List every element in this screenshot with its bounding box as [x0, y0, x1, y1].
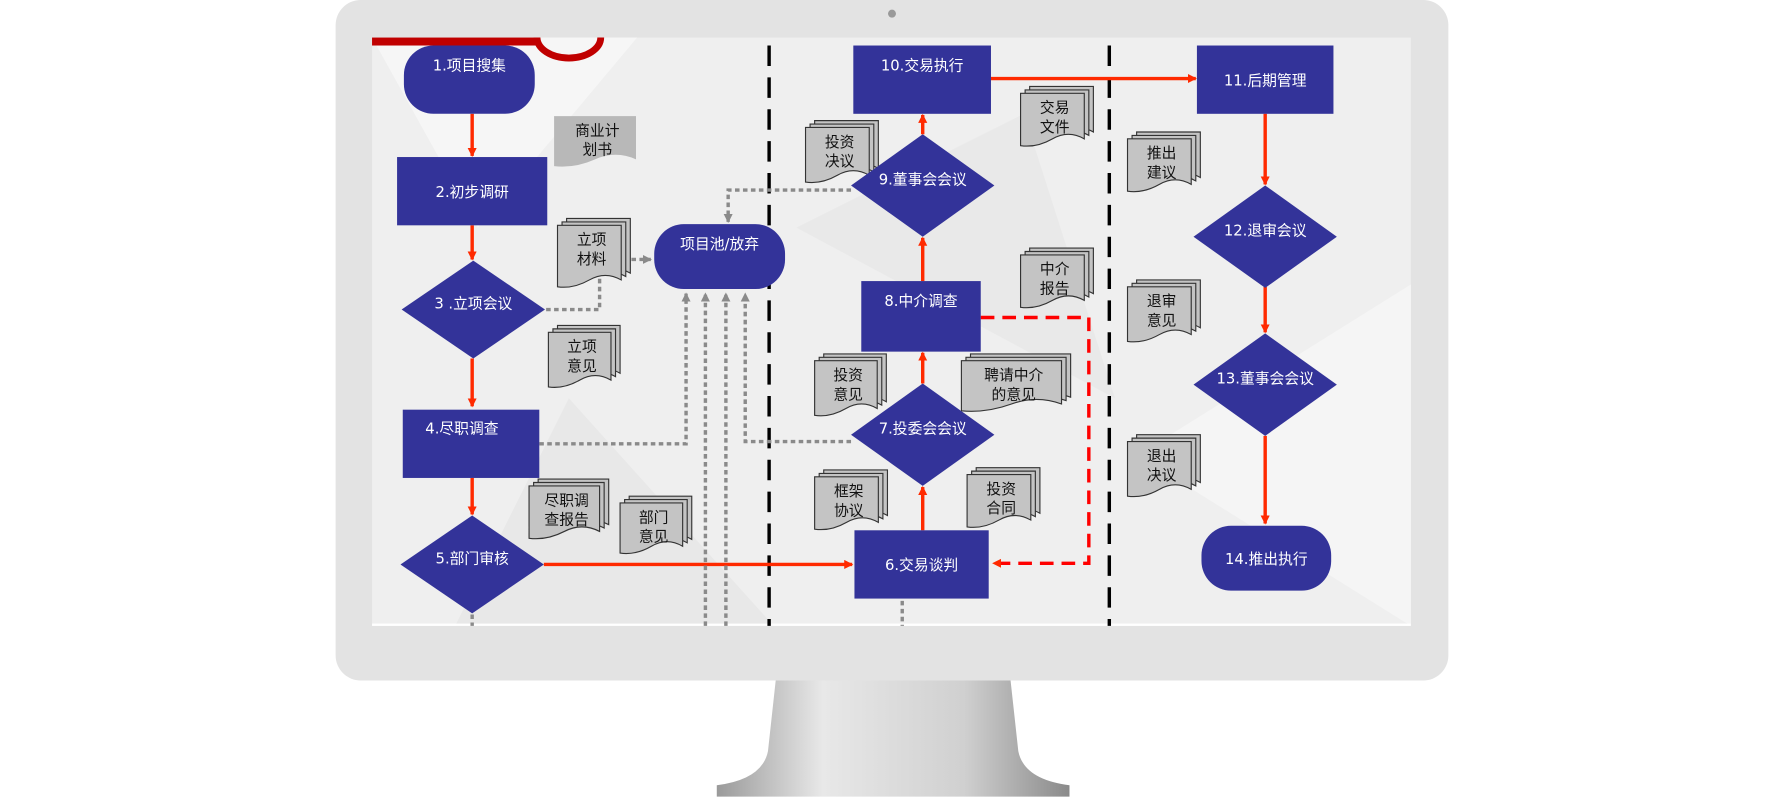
document-label: 决议: [825, 153, 855, 170]
flow-node-label: 5.部门审核: [436, 550, 509, 567]
flow-node-label: 2.初步调研: [436, 184, 509, 201]
flow-node-label: 12.退审会议: [1224, 223, 1307, 240]
flow-node-n7[interactable]: 7.投委会会议: [851, 383, 995, 486]
flow-node-label: 1.项目搜集: [433, 58, 506, 75]
document-label: 协议: [834, 503, 864, 520]
reject-dotted-arrow: [723, 188, 852, 224]
flow-node-n4[interactable]: 4.尽职调查: [402, 409, 540, 478]
document-label: 意见: [639, 528, 669, 546]
document-label: 框架: [834, 483, 864, 500]
document-label: 立项: [567, 339, 597, 356]
flow-node-n5[interactable]: 5.部门审核: [400, 515, 544, 614]
header-bar: [372, 37, 538, 46]
flow-node-n11[interactable]: 11.后期管理: [1196, 45, 1334, 114]
reject-dotted-arrow: [740, 292, 852, 444]
document-label: 退审: [1147, 293, 1177, 310]
flow-node-n2[interactable]: 2.初步调研: [397, 157, 548, 226]
document-label: 中介: [1040, 261, 1070, 278]
flow-node-label: 8.中介调查: [884, 293, 957, 310]
document-label: 报告: [1040, 281, 1070, 298]
flow-node-label: 13.董事会会议: [1216, 370, 1314, 387]
monitor-stand: [716, 678, 1070, 797]
flow-node-n14[interactable]: 14.推出执行: [1201, 525, 1332, 591]
document-label: 意见: [567, 357, 597, 375]
document-label: 投资: [833, 367, 863, 384]
flow-node-n6[interactable]: 6.交易谈判: [854, 530, 989, 599]
document-label: 立项: [577, 232, 607, 249]
flow-node-n3[interactable]: 3 .立项会议: [401, 260, 545, 359]
document-label: 投资: [986, 481, 1016, 498]
dashed-feedback-arrow: [980, 315, 1091, 568]
flow-node-n8[interactable]: 8.中介调查: [861, 281, 981, 352]
flow-node-label: 7.投委会会议: [879, 421, 967, 438]
flow-node-n1[interactable]: 1.项目搜集: [403, 45, 535, 114]
document-label: 推出: [1147, 145, 1177, 162]
flow-node-label: 6.交易谈判: [885, 556, 958, 574]
logo-circle: [533, 37, 605, 62]
flow-node-label: 10.交易执行: [881, 57, 964, 75]
document-label: 查报告: [544, 512, 588, 529]
document-label: 投资: [825, 134, 855, 151]
document-label: 尽职调: [544, 492, 588, 509]
flow-node-label: 3 .立项会议: [434, 295, 512, 312]
document-label: 意见: [1147, 311, 1177, 329]
document-label: 意见: [833, 385, 863, 403]
flow-node-label: 9.董事会会议: [879, 171, 967, 188]
flow-node-label: 项目池/放弃: [680, 236, 759, 253]
document-label: 商业计: [575, 122, 620, 139]
document-label: 文件: [1040, 119, 1070, 136]
flow-node-n10[interactable]: 10.交易执行: [853, 45, 991, 114]
document-label: 合同: [986, 500, 1016, 517]
reject-dotted-arrow: [539, 292, 691, 446]
document-label: 退出: [1147, 448, 1177, 465]
flow-node-n12[interactable]: 12.退审会议: [1193, 185, 1337, 288]
document-label: 材料: [577, 251, 607, 268]
document-label: 建议: [1147, 165, 1177, 182]
document-label: 交易: [1040, 99, 1070, 117]
flow-node-pool[interactable]: 项目池/放弃: [654, 224, 786, 290]
document-label: 部门: [639, 509, 669, 526]
flow-node-label: 11.后期管理: [1224, 72, 1307, 89]
document-label: 决议: [1147, 467, 1177, 484]
flow-node-label: 4.尽职调查: [425, 421, 498, 438]
flow-node-label: 14.推出执行: [1225, 551, 1308, 568]
document-label: 划书: [583, 142, 613, 159]
document-label: 的意见: [992, 385, 1036, 403]
camera-icon: [888, 9, 896, 18]
flow-node-n13[interactable]: 13.董事会会议: [1193, 333, 1337, 436]
flow-node-n9[interactable]: 9.董事会会议: [851, 134, 995, 237]
document-label: 聘请中介: [984, 367, 1043, 384]
